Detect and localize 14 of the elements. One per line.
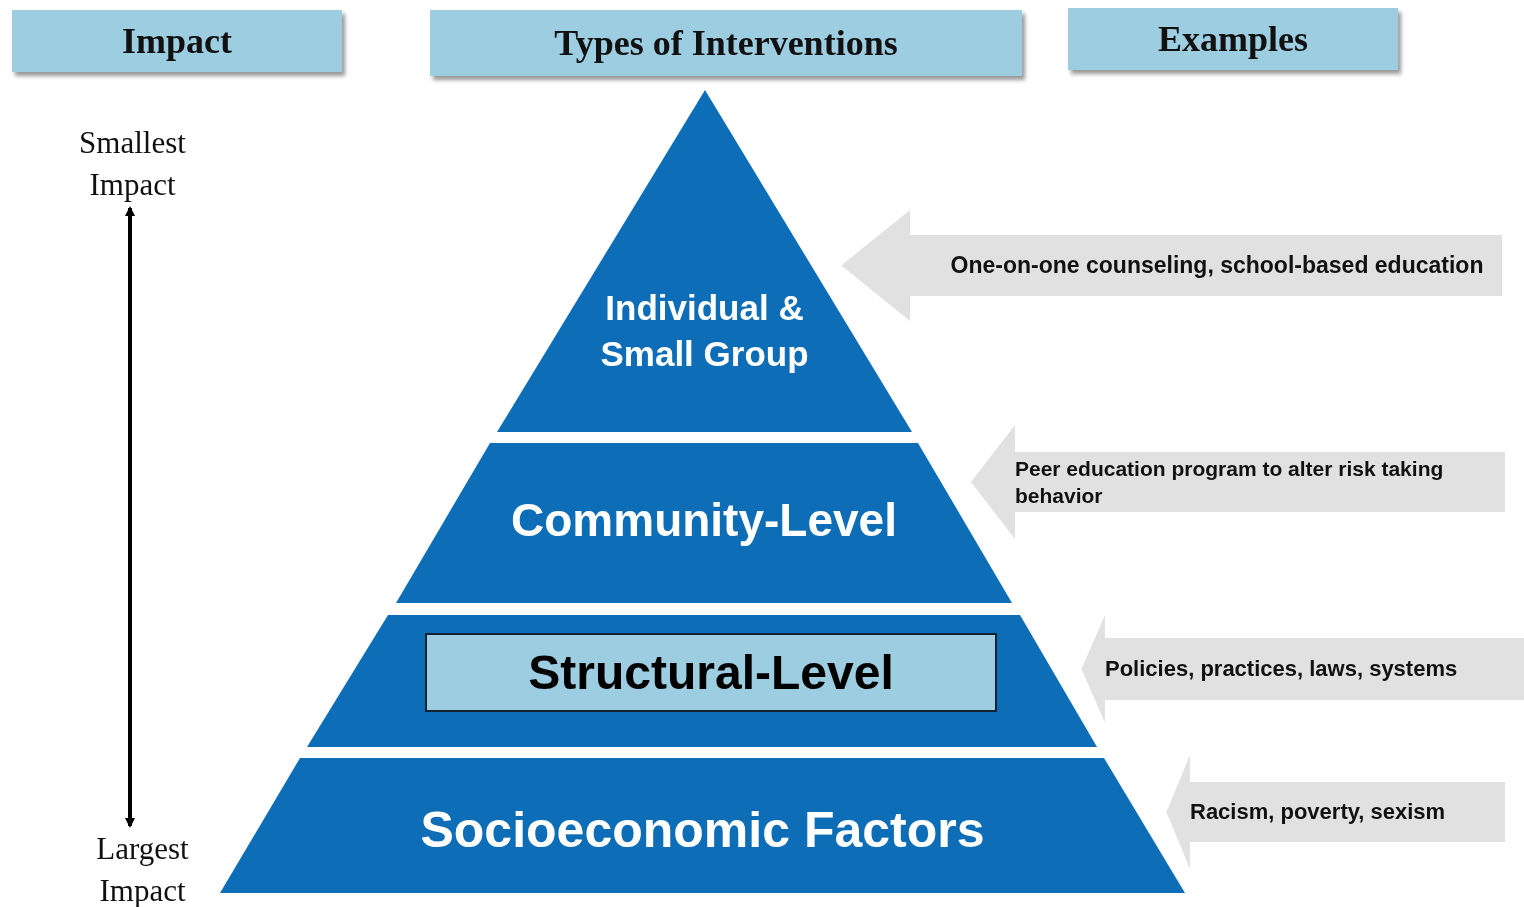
tier-label: Community-Level — [510, 493, 898, 548]
double-arrow — [125, 206, 135, 828]
arrow-head — [1166, 755, 1190, 869]
tier-label: Individual & Small Group — [599, 287, 810, 375]
arrow-head — [841, 210, 910, 321]
header-box: Examples — [1068, 8, 1398, 70]
label-box: Structural-Level — [425, 633, 997, 712]
arrow-head — [1081, 615, 1105, 723]
header-box: Impact — [12, 10, 342, 72]
impact-label: Largest Impact — [75, 828, 210, 907]
tier-label: Socioeconomic Factors — [419, 801, 986, 860]
impact-label: Smallest Impact — [60, 122, 205, 206]
arrow-head — [970, 425, 1015, 539]
header-box: Types of Interventions — [430, 10, 1022, 76]
